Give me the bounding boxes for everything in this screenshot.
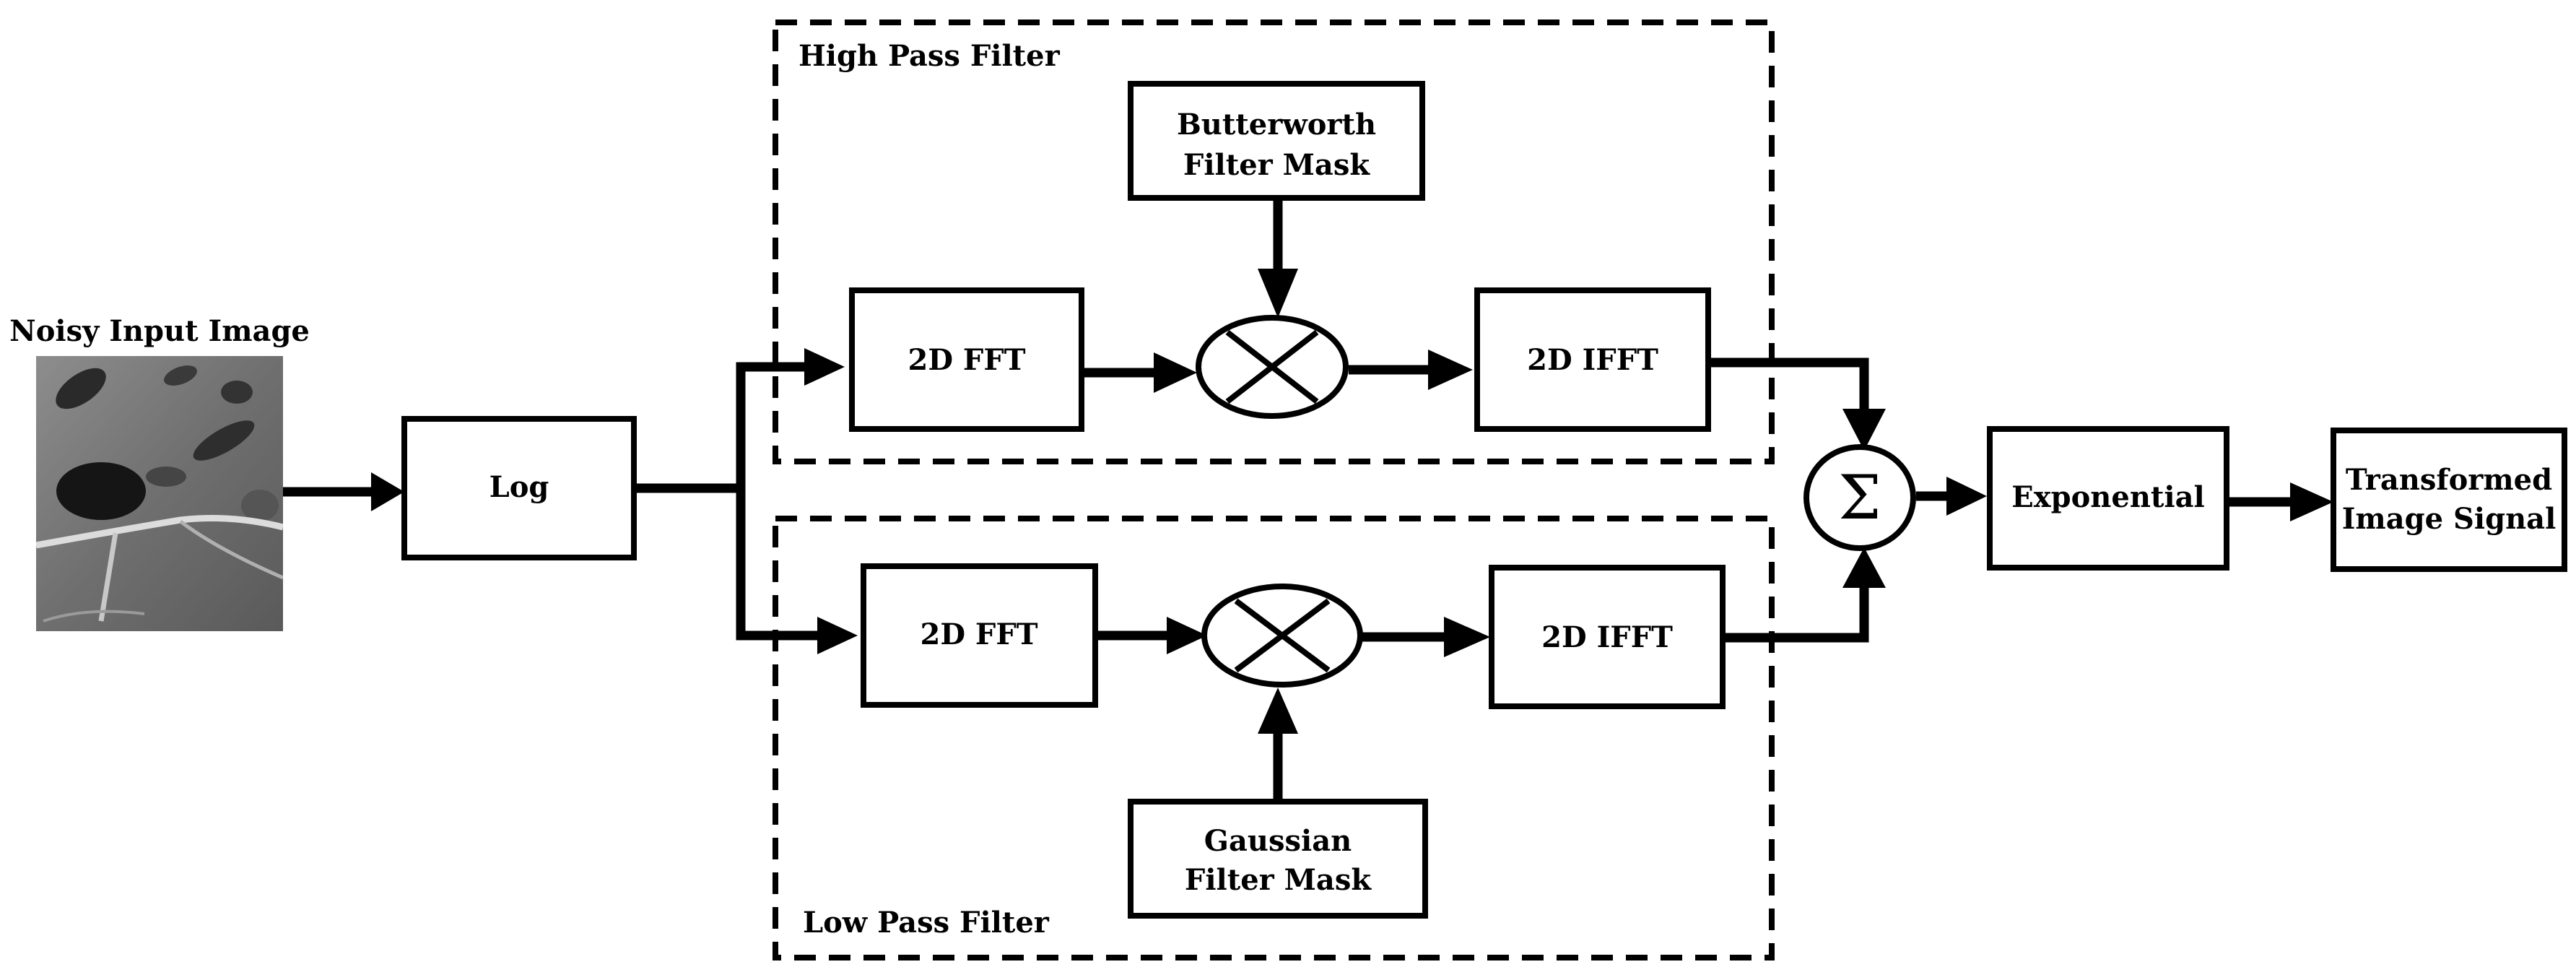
high-pass-ifft-label: 2D IFFT (1527, 343, 1658, 377)
arrowheads (371, 269, 2333, 734)
exponential-label: Exponential (2011, 480, 2204, 514)
butterworth-filter-mask-box (1128, 81, 1425, 201)
transformed-image-signal-box (2331, 428, 2567, 572)
low-pass-fft-box (861, 563, 1098, 708)
log-box (401, 416, 637, 560)
high-pass-fft-box (849, 287, 1084, 432)
high-pass-multiply-operator (1196, 315, 1349, 419)
butterworth-filter-mask-label-line1: Butterworth (1177, 108, 1376, 142)
gaussian-filter-mask-label-line2: Filter Mask (1185, 863, 1372, 897)
log-label: Log (489, 470, 549, 504)
gaussian-filter-mask-label-line1: Gaussian (1204, 824, 1352, 858)
butterworth-filter-mask-label-line2: Filter Mask (1183, 148, 1370, 182)
summation-symbol: Σ (1838, 462, 1881, 533)
summation-node (1803, 444, 1916, 551)
noisy-input-image (36, 356, 283, 631)
transformed-image-signal-label-line1: Transformed (2346, 463, 2552, 497)
noisy-input-image-caption: Noisy Input Image (9, 314, 310, 348)
high-pass-ifft-box (1474, 287, 1711, 432)
high-pass-fft-label: 2D FFT (908, 343, 1025, 377)
low-pass-fft-label: 2D FFT (920, 617, 1037, 651)
low-pass-multiply-operator (1201, 584, 1363, 688)
high-pass-filter-group (773, 19, 1775, 464)
gaussian-filter-mask-box (1128, 799, 1428, 919)
high-pass-filter-title: High Pass Filter (799, 39, 1061, 73)
low-pass-ifft-box (1489, 565, 1726, 709)
low-pass-filter-group (773, 516, 1775, 961)
transformed-image-signal-label-line2: Image Signal (2342, 502, 2557, 536)
low-pass-filter-title: Low Pass Filter (803, 906, 1050, 940)
connection-wires (283, 195, 2293, 805)
exponential-box (1987, 426, 2229, 571)
low-pass-ifft-label: 2D IFFT (1541, 620, 1673, 654)
